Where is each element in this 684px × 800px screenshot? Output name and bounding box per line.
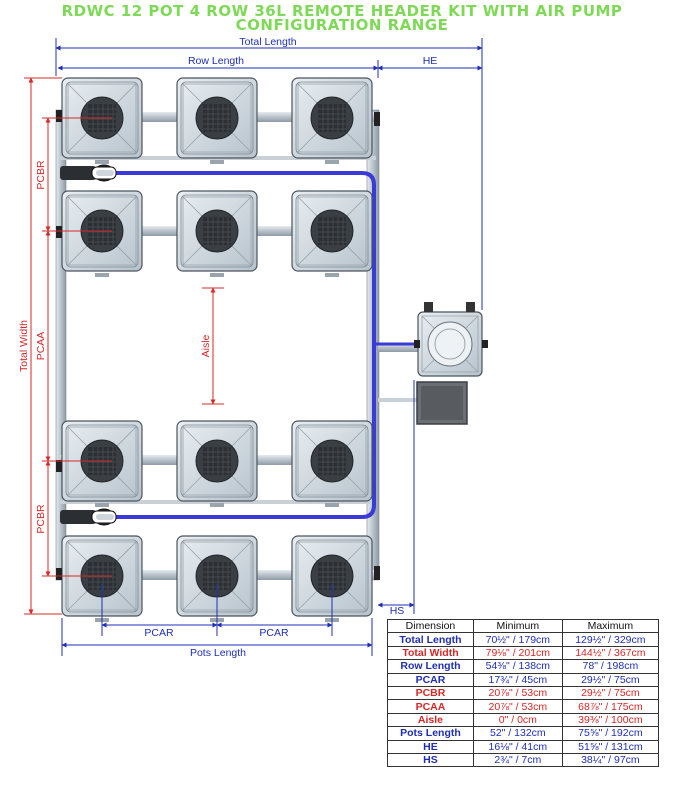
table-cell-min: 16⅛" / 41cm (472, 739, 563, 754)
table-cell-name: PCAR (387, 672, 474, 687)
pcar-label-1: PCAR (144, 627, 174, 639)
diagram-subtitle: CONFIGURATION RANGE (235, 16, 449, 34)
table-cell-name: Row Length (387, 659, 474, 674)
pot (176, 420, 258, 508)
pcaa-label: PCAA (35, 332, 47, 361)
table-header-row: Dimension Minimum Maximum (387, 618, 660, 634)
table-cell-name: Total Width (387, 645, 474, 661)
pot (61, 77, 143, 165)
table-cell-min: 20⅞" / 53cm (472, 699, 563, 714)
pcbr-label-top: PCBR (35, 160, 47, 190)
col-header-maximum: Maximum (561, 618, 660, 634)
table-cell-name: Total Length (387, 632, 474, 647)
pot (61, 420, 143, 508)
table-cell-name: HS (387, 752, 474, 768)
pot (291, 190, 373, 278)
table-cell-max: 39⅜" / 100cm (561, 712, 660, 728)
table-cell-min: 20⅞" / 53cm (472, 685, 563, 701)
total-length-label: Total Length (239, 36, 296, 48)
aisle-label: Aisle (200, 334, 212, 357)
table-cell-max: 144½" / 367cm (561, 645, 660, 661)
table-cell-name: PCBR (387, 685, 474, 701)
pot (291, 420, 373, 508)
table-cell-min: 70½" / 179cm (472, 632, 563, 647)
table-cell-min: 54⅜" / 138cm (472, 659, 563, 674)
row-length-label: Row Length (188, 55, 244, 67)
pcar-label-2: PCAR (259, 627, 289, 639)
table-cell-name: Aisle (387, 712, 474, 728)
col-header-dimension: Dimension (387, 618, 474, 634)
table-cell-min: 52" / 132cm (472, 726, 563, 741)
table-cell-max: 29½" / 75cm (561, 672, 660, 687)
total-width-label: Total Width (18, 320, 30, 372)
air-pump (416, 381, 468, 425)
table-cell-max: 68⅞" / 175cm (561, 699, 660, 714)
col-header-minimum: Minimum (472, 618, 563, 634)
pot (176, 190, 258, 278)
table-cell-max: 78" / 198cm (561, 659, 660, 674)
pcbr-label-bottom: PCBR (35, 504, 47, 534)
table-cell-min: 2¾" / 7cm (472, 752, 563, 768)
table-cell-max: 129½" / 329cm (561, 632, 660, 647)
table-cell-max: 38¼" / 97cm (561, 752, 660, 768)
table-cell-name: Pots Length (387, 726, 474, 741)
diagram-title: RDWC 12 POT 4 ROW 36L REMOTE HEADER KIT … (61, 2, 623, 20)
table-cell-name: PCAA (387, 699, 474, 714)
pot (176, 77, 258, 165)
pot (61, 190, 143, 278)
pot (291, 77, 373, 165)
table-cell-max: 75⅝" / 192cm (561, 726, 660, 741)
air-fitting-bottom (60, 508, 117, 526)
air-fitting-top (60, 164, 117, 182)
controller-bucket (414, 302, 488, 377)
table-cell-min: 0" / 0cm (472, 712, 563, 728)
hs-label: HS (390, 605, 405, 617)
table-cell-min: 79⅛" / 201cm (472, 645, 563, 661)
table-cell-max: 51⅝" / 131cm (561, 739, 660, 754)
pots-length-label: Pots Length (190, 647, 246, 659)
table-cell-min: 17¾" / 45cm (472, 672, 563, 687)
he-label: HE (423, 55, 438, 67)
table-cell-name: HE (387, 739, 474, 754)
table-cell-max: 29½" / 75cm (561, 685, 660, 701)
